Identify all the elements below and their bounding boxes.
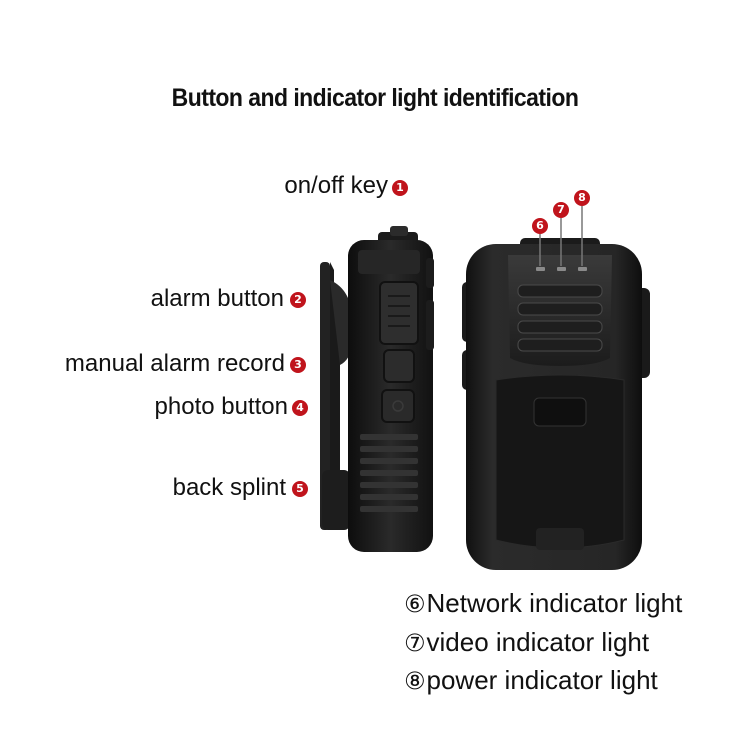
badge-6: 6 xyxy=(532,218,548,234)
legend-video-indicator: ⑦video indicator light xyxy=(404,627,650,657)
badge-5: 5 xyxy=(292,481,308,497)
badge-4: 4 xyxy=(292,400,308,416)
label-back-splint: back splint xyxy=(172,474,286,501)
back-splint-clip xyxy=(320,262,352,530)
legend-power-indicator: ⑧power indicator light xyxy=(404,665,658,695)
device-front-view xyxy=(462,238,650,570)
badge-8: 8 xyxy=(574,190,590,206)
device-side-view xyxy=(348,226,434,552)
label-photo-button: photo button xyxy=(154,393,288,420)
badge-3: 3 xyxy=(290,357,306,373)
label-on-off-key: on/off key xyxy=(284,172,388,199)
badge-7: 7 xyxy=(553,202,569,218)
page-title: Button and indicator light identificatio… xyxy=(171,84,579,112)
label-manual-alarm-record: manual alarm record xyxy=(64,350,285,377)
legend-network-indicator: ⑥Network indicator light xyxy=(404,588,683,618)
badge-2: 2 xyxy=(290,292,306,308)
badge-1: 1 xyxy=(392,180,408,196)
label-alarm-button: alarm button xyxy=(150,285,284,312)
